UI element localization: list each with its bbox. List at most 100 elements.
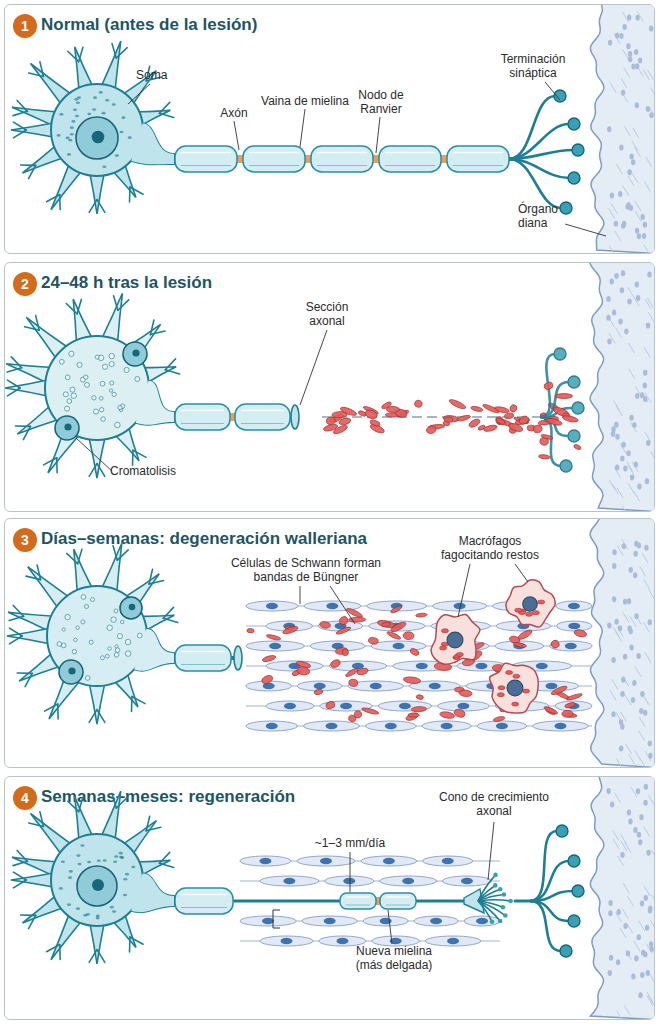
organ-cell bbox=[635, 15, 639, 21]
dendrite-branch bbox=[132, 450, 134, 465]
nissl-dot bbox=[102, 165, 106, 168]
dendrite bbox=[113, 672, 138, 707]
phagocytosed-debris bbox=[453, 656, 460, 660]
organ-cell bbox=[646, 850, 650, 856]
organ-cell bbox=[636, 653, 640, 659]
myelin-line bbox=[181, 165, 231, 166]
nissl-dot bbox=[61, 643, 66, 648]
phagocytosed-debris bbox=[538, 600, 545, 604]
myelin-highlight bbox=[249, 152, 299, 154]
filopodium bbox=[478, 889, 500, 901]
dendrite-branch bbox=[112, 794, 116, 808]
nissl-dot bbox=[65, 614, 70, 619]
organ-cell bbox=[616, 959, 620, 965]
myelin-line bbox=[181, 423, 224, 424]
axon-hillock bbox=[131, 874, 174, 913]
dendrite-branch bbox=[13, 861, 27, 865]
dendrite-branch bbox=[132, 696, 145, 703]
debris-fragment bbox=[562, 415, 579, 424]
organ-hatch bbox=[632, 141, 638, 151]
organ-hatch bbox=[644, 579, 650, 589]
organ-hatch bbox=[632, 462, 638, 472]
schwann-cell bbox=[266, 661, 323, 671]
nissl-dot bbox=[102, 364, 107, 369]
terminal-bouton bbox=[556, 825, 568, 837]
debris-fragment bbox=[468, 418, 481, 429]
organ-cell bbox=[623, 465, 627, 471]
debris-fragment bbox=[247, 628, 255, 633]
organ-hatch bbox=[628, 896, 634, 906]
organ-cell bbox=[627, 299, 631, 305]
organ-hatch bbox=[645, 393, 651, 403]
debris-fragment bbox=[411, 706, 427, 712]
cell-body bbox=[47, 586, 147, 686]
organ-cell bbox=[644, 545, 648, 551]
myelin-line bbox=[386, 905, 410, 906]
nissl-dot bbox=[69, 351, 74, 356]
terminal-bouton bbox=[554, 348, 566, 360]
debris-fragment bbox=[314, 688, 324, 695]
dendrite bbox=[23, 145, 64, 173]
myelin-segment bbox=[243, 146, 305, 172]
organ-cell bbox=[634, 49, 638, 55]
organ-cell bbox=[620, 691, 624, 697]
nissl-dot bbox=[115, 648, 120, 653]
organ-hatch bbox=[609, 334, 615, 344]
leader-line bbox=[350, 852, 351, 892]
nissl-dot bbox=[121, 116, 125, 119]
terminal-branch bbox=[540, 382, 569, 417]
organ-cell bbox=[606, 296, 610, 302]
organ-hatch bbox=[616, 759, 622, 767]
organ-cell bbox=[629, 628, 633, 634]
schwann-cell bbox=[557, 621, 592, 631]
nissl-dot bbox=[68, 876, 72, 879]
stage-panel: 24–48 h tras la lesión2 bbox=[4, 262, 655, 512]
dendrite-branch bbox=[165, 370, 179, 374]
organ-tissue bbox=[590, 777, 654, 1019]
schwann-cell bbox=[246, 721, 297, 731]
nissl-dot bbox=[109, 362, 114, 367]
debris-fragment bbox=[464, 649, 483, 664]
nissl-dot bbox=[121, 404, 125, 408]
dendrite-branch bbox=[9, 616, 23, 620]
organ-hatch bbox=[622, 506, 628, 511]
organ-hatch bbox=[635, 666, 641, 676]
debris-fragment bbox=[403, 632, 414, 640]
debris-fragment bbox=[494, 406, 510, 414]
organ-cell bbox=[638, 839, 642, 845]
nissl-dot bbox=[84, 375, 88, 379]
stage-illustration bbox=[7, 519, 654, 767]
organ-cell bbox=[638, 57, 642, 63]
schwann-nucleus bbox=[391, 623, 403, 629]
debris-fragment bbox=[564, 702, 575, 709]
nissl-dot bbox=[57, 134, 61, 137]
organ-cell bbox=[619, 719, 623, 725]
organ-cell bbox=[643, 396, 647, 402]
dendrite bbox=[51, 913, 82, 960]
nucleus bbox=[77, 866, 117, 906]
dendrite-branch bbox=[7, 380, 20, 388]
leader-line bbox=[565, 224, 606, 236]
debris-fragment bbox=[544, 706, 556, 715]
myelin-sheath bbox=[175, 146, 509, 172]
organ-cell bbox=[611, 711, 615, 717]
nissl-dot bbox=[83, 914, 87, 917]
dendrite-branch bbox=[89, 464, 97, 477]
dendrite-branch bbox=[146, 827, 161, 830]
organ-cell bbox=[639, 814, 643, 820]
organ-cell bbox=[631, 697, 635, 703]
filopodium bbox=[478, 901, 503, 907]
organ-hatch bbox=[626, 744, 632, 754]
dendrite bbox=[89, 682, 105, 724]
stage-panel: Semanas–meses: regeneración4 bbox=[4, 776, 655, 1020]
organ-cell bbox=[641, 950, 645, 956]
nissl-dot bbox=[67, 903, 71, 906]
schwann-cell bbox=[371, 641, 426, 651]
nissl-dot bbox=[114, 653, 119, 658]
organ-cell bbox=[621, 677, 625, 683]
nissl-dot bbox=[70, 133, 74, 136]
dendrite bbox=[5, 380, 49, 397]
leader-line bbox=[330, 586, 355, 624]
myelin-segment bbox=[175, 645, 231, 671]
part-label: Sección axonal bbox=[296, 300, 358, 328]
